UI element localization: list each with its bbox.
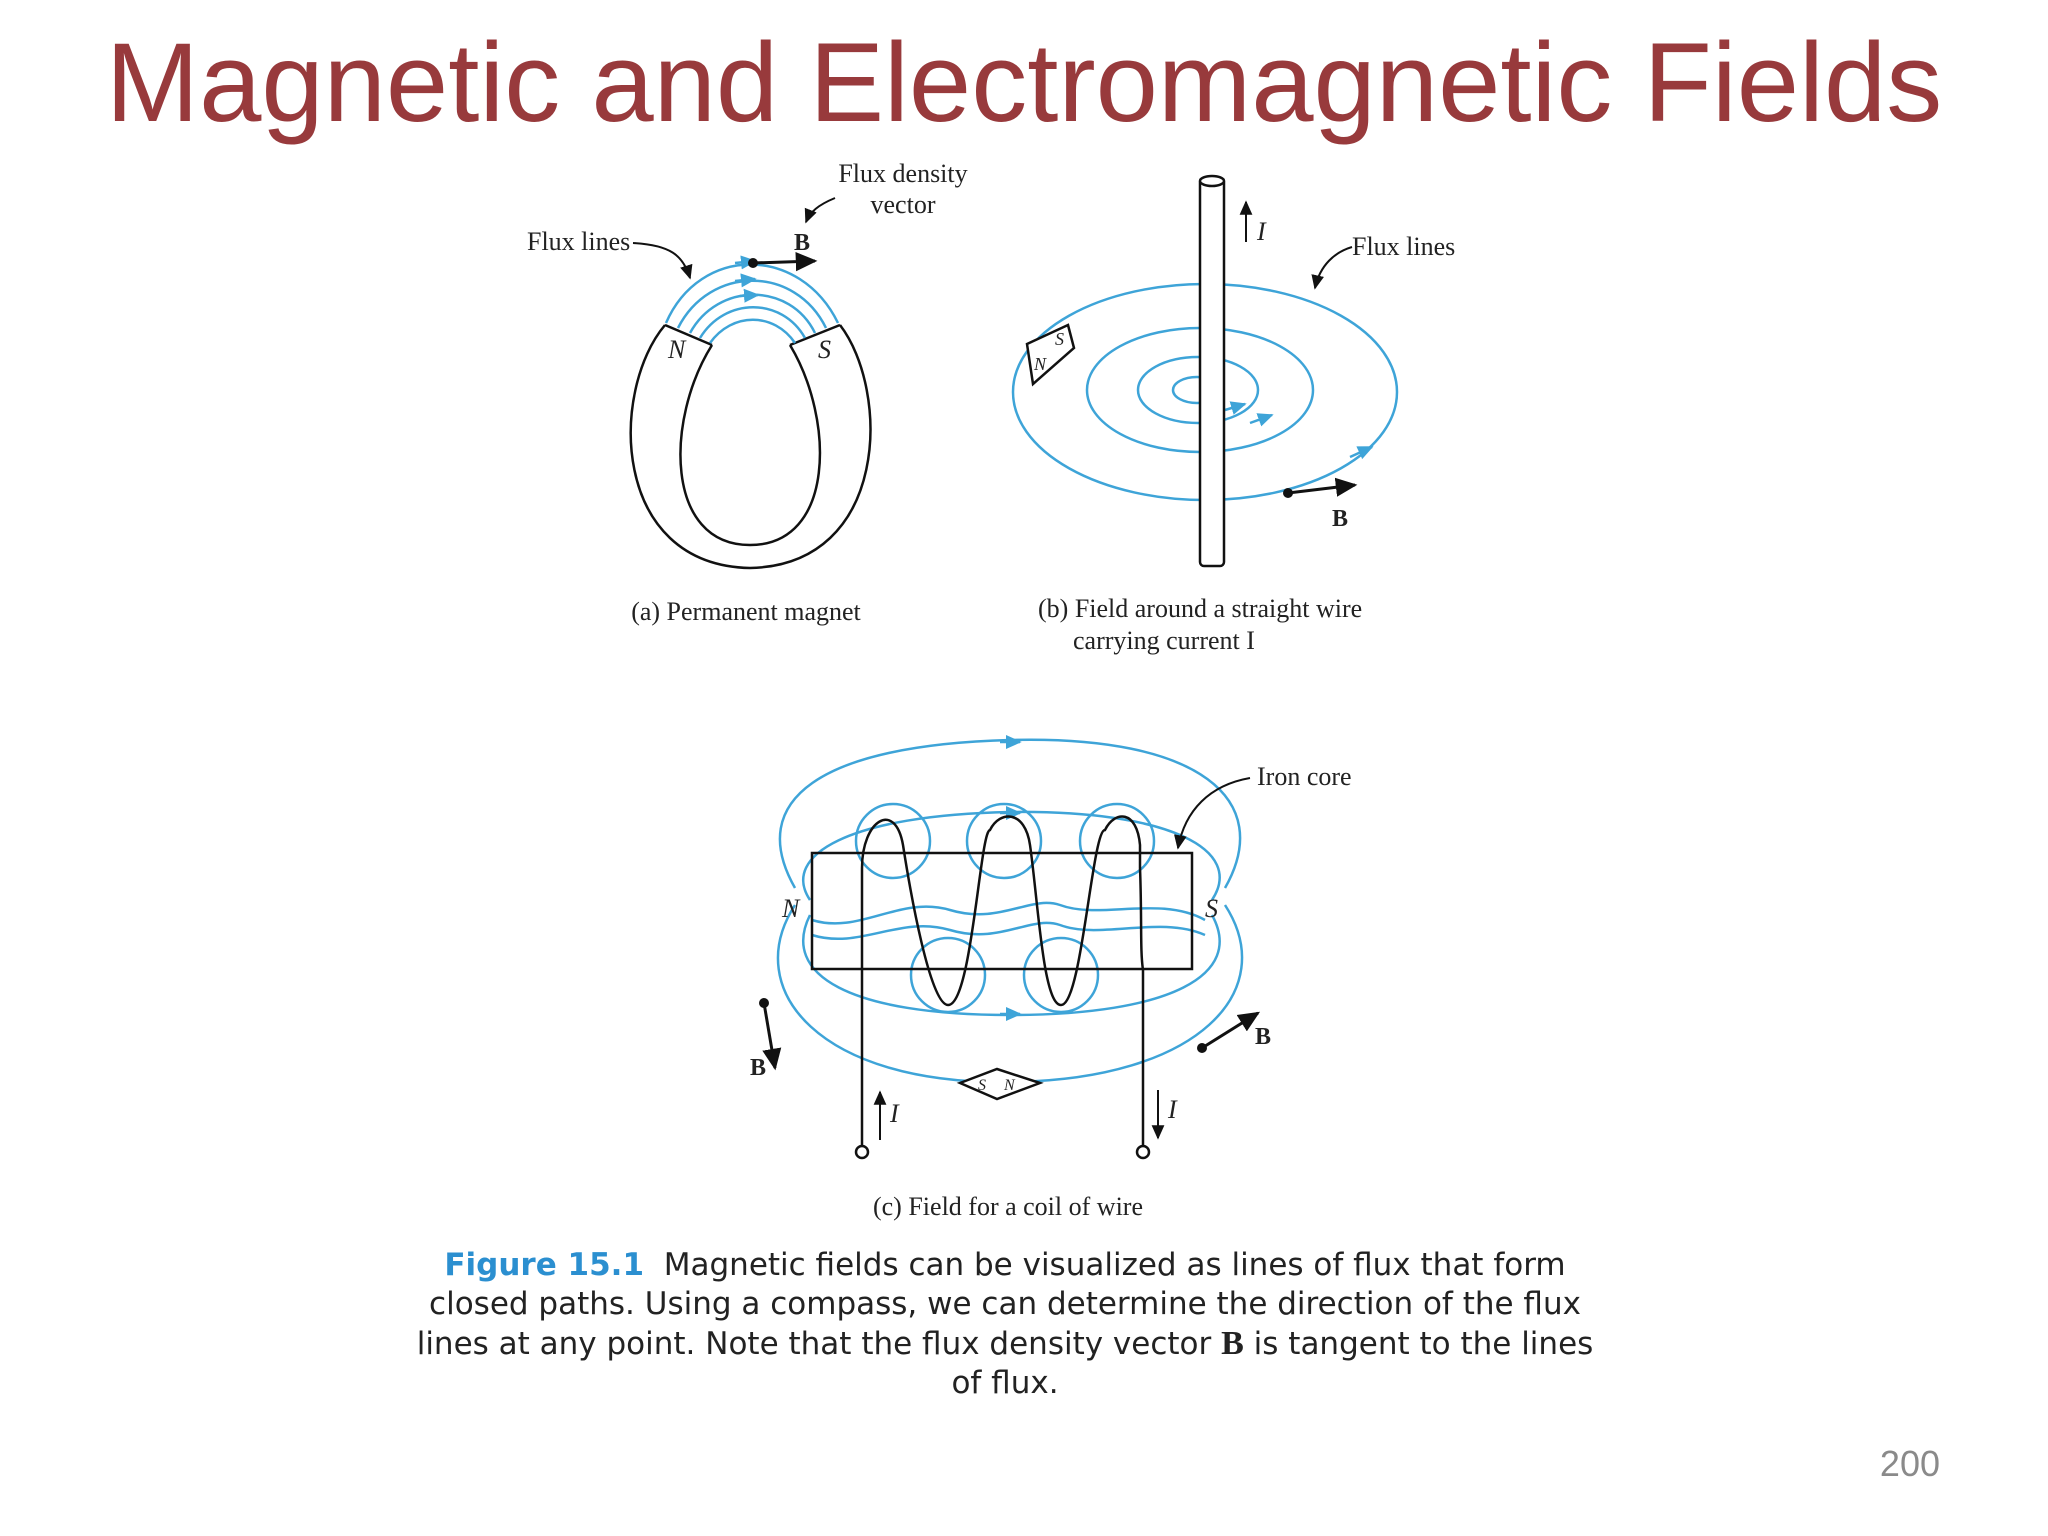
b-label-c-right: B [1255, 1024, 1271, 1050]
figure-number-label: Figure 15.1 [444, 1247, 645, 1283]
left-terminal [854, 1144, 870, 1160]
iron-core [810, 851, 1194, 971]
compass-b-n: N [1033, 354, 1047, 374]
panel-c-caption: (c) Field for a coil of wire [873, 1192, 1143, 1221]
right-terminal [1135, 1144, 1151, 1160]
wire-top-end [1198, 174, 1226, 188]
b-label-b: B [1332, 506, 1348, 532]
compass-c-s: S [978, 1077, 986, 1094]
page-number: 200 [1879, 1443, 1940, 1484]
panel-b-caption-line1: (b) Field around a straight wire [1038, 594, 1362, 623]
north-pole-label: N [667, 335, 687, 364]
horseshoe-magnet-outer [629, 324, 872, 570]
horseshoe-magnet-inner [679, 344, 822, 547]
current-label: I [1256, 217, 1267, 246]
south-pole-label-c: S [1205, 894, 1218, 923]
b-vector-arrow-b [1287, 477, 1358, 497]
current-label-left: I [889, 1099, 900, 1128]
straight-wire [1198, 176, 1226, 568]
panel-c-coil: I I N S Iron core B B S N (c) Field for … [750, 735, 1352, 1221]
magnet-flux-lines [664, 255, 840, 344]
caption-text-before: Magnetic fields can be visualized as lin… [416, 1247, 1581, 1362]
flux-density-vector-arrow [752, 252, 818, 272]
panel-b-straight-wire: I Flux lines S N B (b) Field around a st… [1011, 174, 1455, 655]
panel-a-caption: (a) Permanent magnet [631, 597, 861, 626]
north-pole-face [664, 323, 713, 347]
compass-b: S N [1025, 323, 1076, 387]
b-vector-label: B [794, 230, 810, 256]
flux-density-label: Flux density [838, 159, 967, 188]
compass-c-n: N [1003, 1077, 1016, 1094]
north-pole-label-c: N [781, 894, 801, 923]
flux-lines-label: Flux lines [527, 227, 630, 256]
flux-density-pointer [804, 197, 836, 224]
iron-core-pointer [1174, 777, 1251, 850]
slide-title: Magnetic and Electromagnetic Fields [105, 20, 1943, 145]
flux-lines-pointer [632, 242, 693, 280]
b-vector-arrow-left [762, 1002, 782, 1071]
b-vector-arrow-right [1201, 1011, 1261, 1050]
caption-bold-b: B [1221, 1325, 1244, 1362]
panel-a-permanent-magnet: Flux density vector Flux lines B N S (a)… [527, 159, 968, 626]
figure-caption: Figure 15.1 Magnetic fields can be visua… [415, 1246, 1595, 1403]
coil-flux-lines [776, 735, 1244, 1088]
current-label-right: I [1167, 1095, 1178, 1124]
caption-text-after: is tangent to the lines of flux. [951, 1326, 1594, 1401]
iron-core-label: Iron core [1257, 762, 1352, 791]
panel-b-caption-line2: carrying current I [1073, 626, 1255, 655]
b-label-c-left: B [750, 1055, 766, 1081]
flux-lines-pointer-b [1311, 246, 1353, 290]
compass-c: S N [956, 1067, 1044, 1101]
south-pole-label: S [818, 335, 831, 364]
flux-lines-label-b: Flux lines [1352, 232, 1455, 261]
compass-b-s: S [1055, 329, 1064, 349]
vector-label: vector [871, 190, 936, 219]
south-pole-face [789, 323, 841, 347]
coil-winding [860, 815, 1145, 1150]
